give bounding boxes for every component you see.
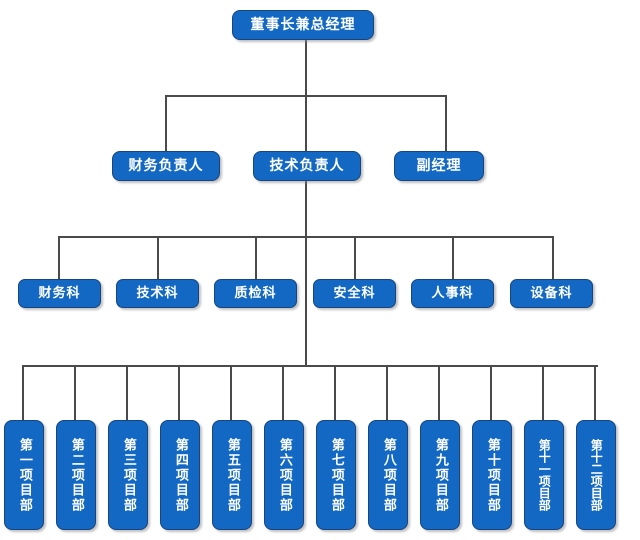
connector-drop-level4-3 bbox=[178, 365, 180, 421]
node-technical-department[interactable]: 技术科 bbox=[116, 279, 199, 308]
connector-drop-level4-10 bbox=[542, 365, 544, 421]
node-project-dept-2-label: 第二项目部 bbox=[68, 437, 84, 513]
connector-drop-level3-3 bbox=[354, 236, 356, 280]
connector-bus-level-4 bbox=[22, 365, 598, 367]
connector-bus-level-2 bbox=[165, 95, 447, 97]
connector-drop-level2-0 bbox=[165, 95, 167, 152]
node-project-dept-4[interactable]: 第四项目部 bbox=[160, 420, 200, 530]
connector-drop-level4-11 bbox=[594, 365, 596, 421]
node-project-dept-1[interactable]: 第一项目部 bbox=[4, 420, 44, 530]
node-project-dept-7[interactable]: 第七项目部 bbox=[316, 420, 356, 530]
node-project-dept-8-label: 第八项目部 bbox=[380, 437, 396, 513]
node-finance-head[interactable]: 财务负责人 bbox=[112, 151, 220, 181]
connector-drop-level4-8 bbox=[438, 365, 440, 421]
connector-drop-level4-4 bbox=[230, 365, 232, 421]
node-project-dept-6-label: 第六项目部 bbox=[276, 437, 292, 513]
connector-drop-level2-2 bbox=[445, 95, 447, 152]
node-project-dept-4-label: 第四项目部 bbox=[172, 437, 188, 513]
node-project-dept-8[interactable]: 第八项目部 bbox=[368, 420, 408, 530]
node-project-dept-10[interactable]: 第十项目部 bbox=[472, 420, 512, 530]
connector-drop-level4-1 bbox=[74, 365, 76, 421]
connector-drop-level3-4 bbox=[452, 236, 454, 280]
connector-drop-level4-2 bbox=[126, 365, 128, 421]
connector-drop-level4-6 bbox=[334, 365, 336, 421]
connector-drop-level4-0 bbox=[22, 365, 24, 421]
node-project-dept-9[interactable]: 第九项目部 bbox=[420, 420, 460, 530]
connector-trunk-main bbox=[305, 40, 307, 366]
node-finance-department[interactable]: 财务科 bbox=[18, 279, 101, 308]
connector-bus-level-3 bbox=[58, 236, 554, 238]
node-project-dept-3-label: 第三项目部 bbox=[120, 437, 136, 513]
node-project-dept-1-label: 第一项目部 bbox=[16, 437, 32, 513]
node-project-dept-3[interactable]: 第三项目部 bbox=[108, 420, 148, 530]
connector-drop-level3-0 bbox=[58, 236, 60, 280]
node-project-dept-10-label: 第十项目部 bbox=[484, 437, 500, 513]
node-project-dept-11[interactable]: 第十一项目部 bbox=[524, 420, 564, 530]
node-human-resources-department[interactable]: 人事科 bbox=[411, 279, 494, 308]
node-project-dept-12-label: 第十二项目部 bbox=[589, 439, 604, 511]
connector-drop-level3-5 bbox=[552, 236, 554, 280]
node-equipment-department[interactable]: 设备科 bbox=[510, 279, 593, 308]
connector-drop-level4-5 bbox=[282, 365, 284, 421]
connector-drop-level3-1 bbox=[157, 236, 159, 280]
node-project-dept-6[interactable]: 第六项目部 bbox=[264, 420, 304, 530]
connector-drop-level3-2 bbox=[255, 236, 257, 280]
connector-drop-level4-7 bbox=[386, 365, 388, 421]
node-deputy-manager[interactable]: 副经理 bbox=[394, 151, 484, 181]
node-project-dept-7-label: 第七项目部 bbox=[328, 437, 344, 513]
node-quality-inspection-department[interactable]: 质检科 bbox=[214, 279, 297, 308]
node-project-dept-12[interactable]: 第十二项目部 bbox=[576, 420, 616, 530]
node-project-dept-5-label: 第五项目部 bbox=[224, 437, 240, 513]
connector-drop-level4-9 bbox=[490, 365, 492, 421]
node-project-dept-2[interactable]: 第二项目部 bbox=[56, 420, 96, 530]
node-chairman-general-manager[interactable]: 董事长兼总经理 bbox=[232, 10, 374, 40]
node-safety-department[interactable]: 安全科 bbox=[313, 279, 396, 308]
node-project-dept-5[interactable]: 第五项目部 bbox=[212, 420, 252, 530]
node-project-dept-9-label: 第九项目部 bbox=[432, 437, 448, 513]
node-technical-head[interactable]: 技术负责人 bbox=[253, 151, 361, 181]
node-project-dept-11-label: 第十一项目部 bbox=[537, 439, 552, 511]
